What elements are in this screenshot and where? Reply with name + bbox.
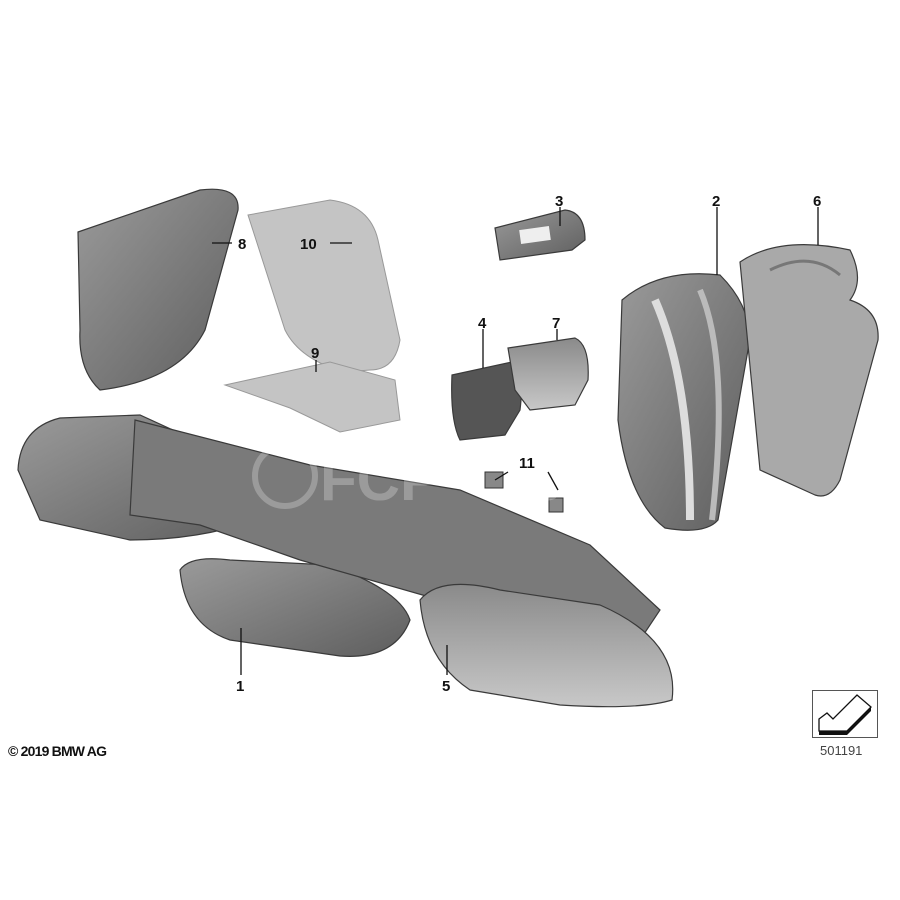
callout-2[interactable]: 2 — [712, 193, 720, 210]
callout-3[interactable]: 3 — [555, 193, 563, 210]
callout-9[interactable]: 9 — [311, 345, 319, 362]
part-11-clip-a[interactable] — [484, 471, 504, 489]
svg-text:FCP: FCP — [320, 446, 440, 513]
part-10-heating-mat-backrest[interactable] — [247, 199, 401, 373]
fcp-euro-watermark: FCP EURO — [252, 443, 633, 513]
callout-5[interactable]: 5 — [442, 678, 450, 695]
part-4-pad[interactable] — [451, 361, 522, 441]
callout-1[interactable]: 1 — [236, 678, 244, 695]
part-6-backrest-pad[interactable] — [739, 244, 879, 497]
diagram-number: 501191 — [820, 743, 863, 758]
callout-6[interactable]: 6 — [813, 193, 821, 210]
callout-10[interactable]: 10 — [300, 236, 317, 253]
part-11-clip-b[interactable] — [548, 497, 564, 513]
part-9-heating-mat-seat[interactable] — [223, 361, 401, 433]
copyright-text: © 2019 BMW AG — [8, 743, 107, 759]
callout-7[interactable]: 7 — [552, 315, 560, 332]
callout-4[interactable]: 4 — [478, 315, 487, 332]
part-8-side-trim[interactable] — [77, 188, 239, 391]
part-5-seat-cushion[interactable] — [419, 583, 674, 708]
part-1-seat-cushion[interactable] — [179, 558, 411, 657]
callout-8[interactable]: 8 — [238, 236, 246, 253]
view-direction-icon — [812, 690, 878, 738]
leader-lines — [212, 207, 819, 675]
svg-text:EURO: EURO — [500, 458, 633, 510]
part-7-pad[interactable] — [507, 337, 589, 411]
callout-11[interactable]: 11 — [519, 455, 535, 472]
